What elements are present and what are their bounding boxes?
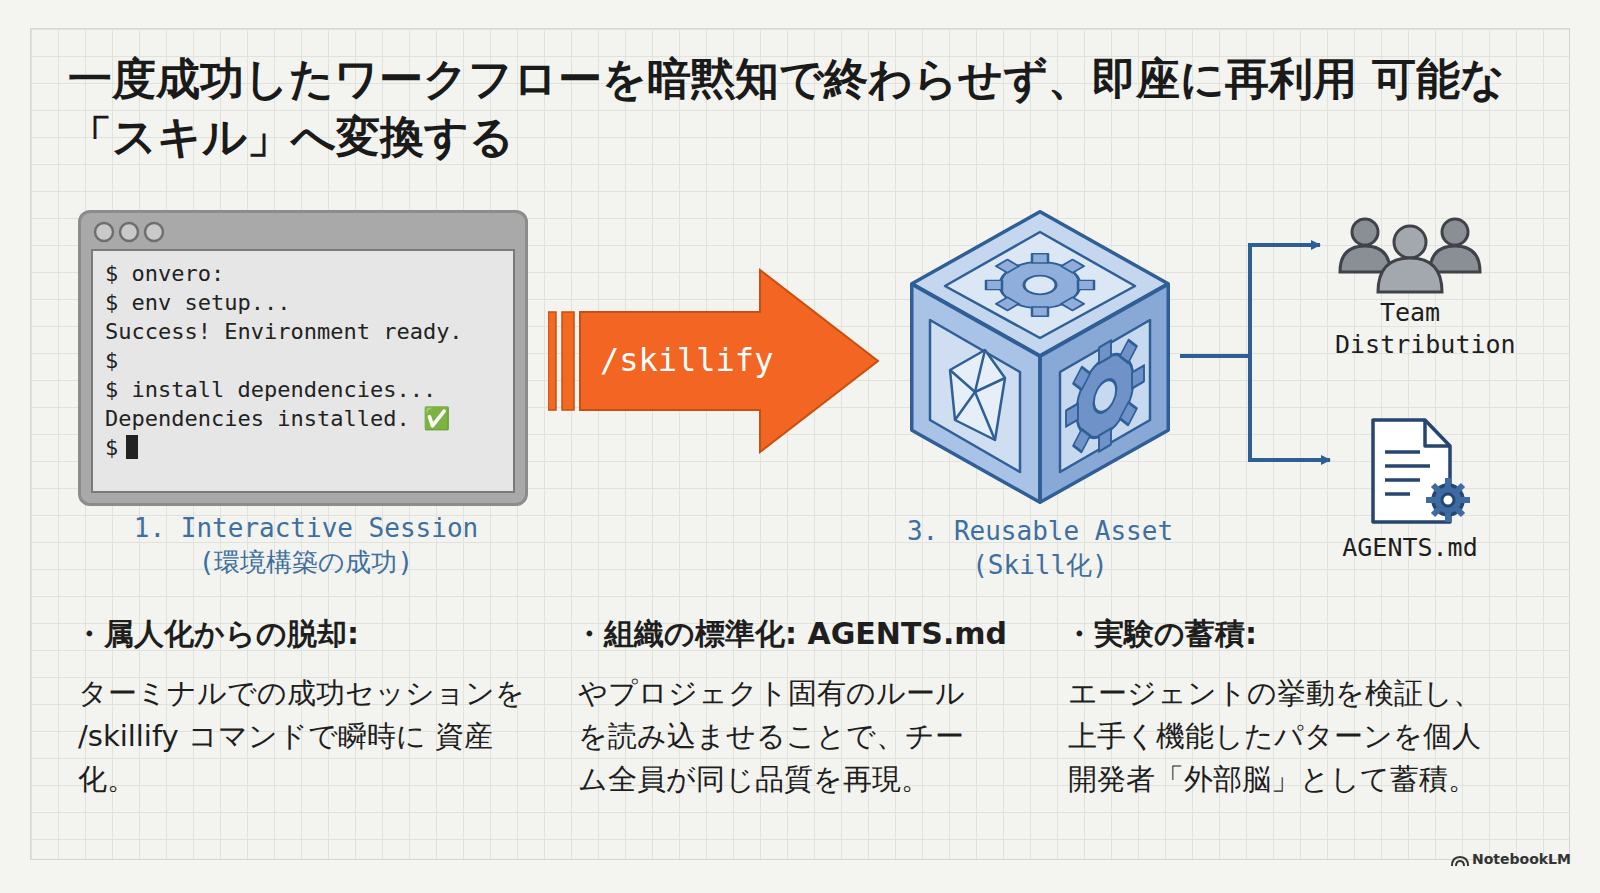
terminal-line: $ xyxy=(105,346,501,375)
bullet-body: エージェントの挙動を検証し、 上手く機能したパターンを個人 開発者「外部脳」とし… xyxy=(1068,672,1508,801)
node-caption-line: (Skill化) xyxy=(840,548,1240,582)
doc-node: AGENTS.md xyxy=(1330,412,1490,562)
node-caption: 3. Reusable Asset(Skill化) xyxy=(840,514,1240,582)
icon-caption: Team Distribution xyxy=(1335,297,1485,361)
connector xyxy=(1180,245,1320,356)
icon-label: AGENTS.md xyxy=(1300,532,1520,564)
command-label: /skillify xyxy=(600,340,773,380)
bullet-body: やプロジェクト固有のルール を読み込ませることで、チー ム全員が同じ品質を再現。 xyxy=(578,672,988,801)
team-node: Team Distribution xyxy=(1320,205,1500,365)
node-caption-line: 3. Reusable Asset xyxy=(840,514,1240,548)
skill-cube xyxy=(912,212,1168,502)
connector xyxy=(1180,356,1330,460)
node-caption: 1. Interactive Session(環境構築の成功) xyxy=(41,511,571,579)
watermark: NotebookLM xyxy=(1472,850,1582,868)
terminal-cursor xyxy=(126,435,138,459)
terminal-line: $ env setup... xyxy=(105,288,501,317)
icon-label: Team Distribution xyxy=(1335,297,1485,361)
window-dot xyxy=(120,223,138,241)
bullet-heading: ・実験の蓄積: xyxy=(1064,612,1544,656)
document-icon xyxy=(1373,420,1470,522)
cube-node: 3. Reusable Asset(Skill化) xyxy=(900,206,1180,506)
terminal-line: Dependencies installed. ✅ xyxy=(105,404,501,433)
window-dot xyxy=(145,223,163,241)
watermark-logo xyxy=(1452,857,1468,866)
terminal-line: $ onvero: xyxy=(105,259,501,288)
bullet-heading: ・属人化からの脱却: xyxy=(74,612,554,656)
bullet-heading: ・組織の標準化: AGENTS.md xyxy=(574,612,1044,656)
arrow-body xyxy=(580,270,878,452)
terminal-node: $ onvero:$ env setup...Success! Environm… xyxy=(78,210,528,506)
node-caption-line: (環境構築の成功) xyxy=(41,545,571,579)
terminal-line: $ install dependencies... xyxy=(105,375,501,404)
window-dot xyxy=(95,223,113,241)
icon-caption: AGENTS.md xyxy=(1300,532,1520,564)
terminal-screen: $ onvero:$ env setup...Success! Environm… xyxy=(91,249,515,493)
bullet-body: ターミナルでの成功セッションを /skillify コマンドで瞬時に 資産化。 xyxy=(78,672,548,801)
speed-bar xyxy=(548,312,556,410)
window-dots xyxy=(89,217,179,247)
node-caption-line: 1. Interactive Session xyxy=(41,511,571,545)
terminal-line: Success! Environment ready. xyxy=(105,317,501,346)
terminal-line: $ xyxy=(105,433,118,462)
speed-bar xyxy=(562,312,574,410)
team-icon xyxy=(1340,219,1480,292)
diagram-title: 一度成功したワークフローを暗黙知で終わらせず、即座に再利用 可能な「スキル」へ変… xyxy=(68,50,1508,166)
arrow-node: /skillify xyxy=(548,268,882,454)
